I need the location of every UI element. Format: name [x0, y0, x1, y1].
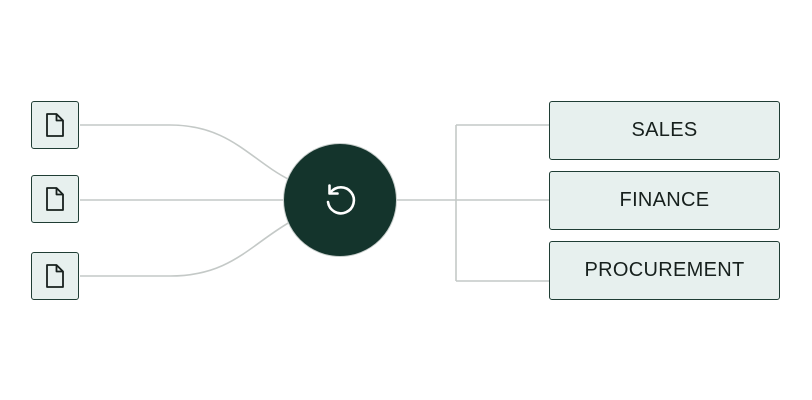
source-document-1	[31, 101, 79, 149]
destination-label: FINANCE	[619, 189, 710, 211]
refresh-icon	[326, 184, 356, 215]
connector-source-3	[80, 221, 291, 277]
destination-procurement: PROCUREMENT	[549, 241, 780, 300]
destination-sales: SALES	[549, 101, 780, 160]
source-document-3	[31, 252, 79, 300]
sync-hub	[283, 143, 397, 257]
document-icon	[46, 187, 64, 211]
destination-label: SALES	[631, 119, 698, 141]
connector-source-1	[80, 124, 291, 181]
destination-label: PROCUREMENT	[584, 259, 745, 281]
document-icon	[46, 113, 64, 137]
source-document-2	[31, 175, 79, 223]
destination-finance: FINANCE	[549, 171, 780, 230]
document-icon	[46, 264, 64, 288]
